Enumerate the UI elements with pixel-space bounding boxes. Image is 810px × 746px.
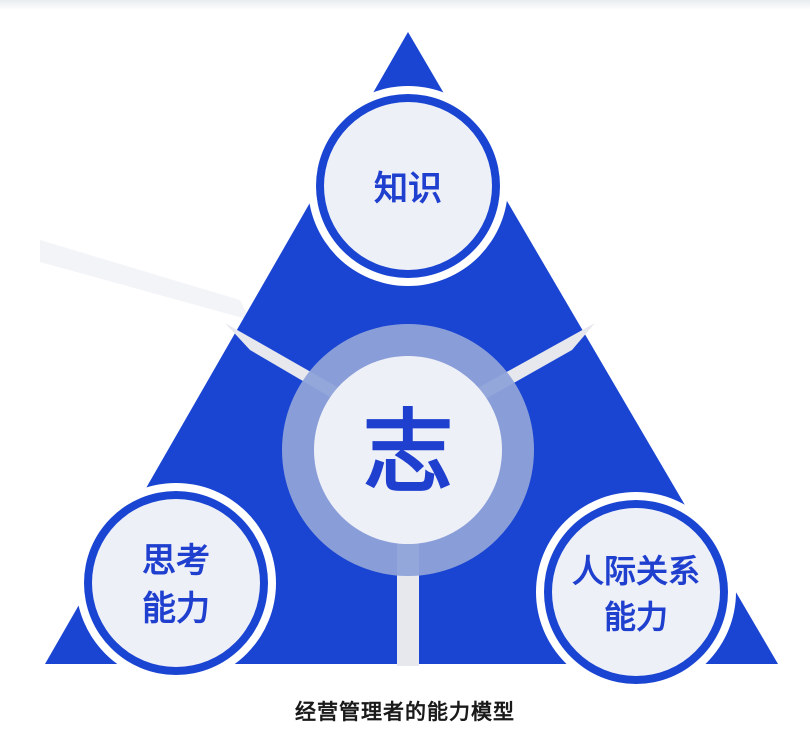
node-relationship: 人际关系 能力 <box>536 492 736 690</box>
node-relationship-label-line1: 人际关系 <box>572 552 700 590</box>
node-thinking-label-line2: 能力 <box>142 589 210 629</box>
node-thinking: 思考 能力 <box>76 483 276 683</box>
node-thinking-inner <box>92 499 260 667</box>
node-thinking-label-line1: 思考 <box>142 541 210 581</box>
node-knowledge-label: 知识 <box>374 169 442 209</box>
top-shadow <box>0 0 810 10</box>
center-label: 志 <box>363 400 453 505</box>
light-streak <box>40 240 250 320</box>
node-relationship-inner <box>552 508 720 676</box>
node-knowledge: 知识 <box>308 86 508 286</box>
node-relationship-label-line2: 能力 <box>604 598 668 636</box>
ability-model-diagram: 志 知识 思考 能力 人际关系 能力 <box>40 32 778 690</box>
node-knowledge-inner <box>324 102 492 270</box>
center-circle <box>314 356 502 544</box>
diagram-caption: 经营管理者的能力模型 <box>295 700 515 724</box>
